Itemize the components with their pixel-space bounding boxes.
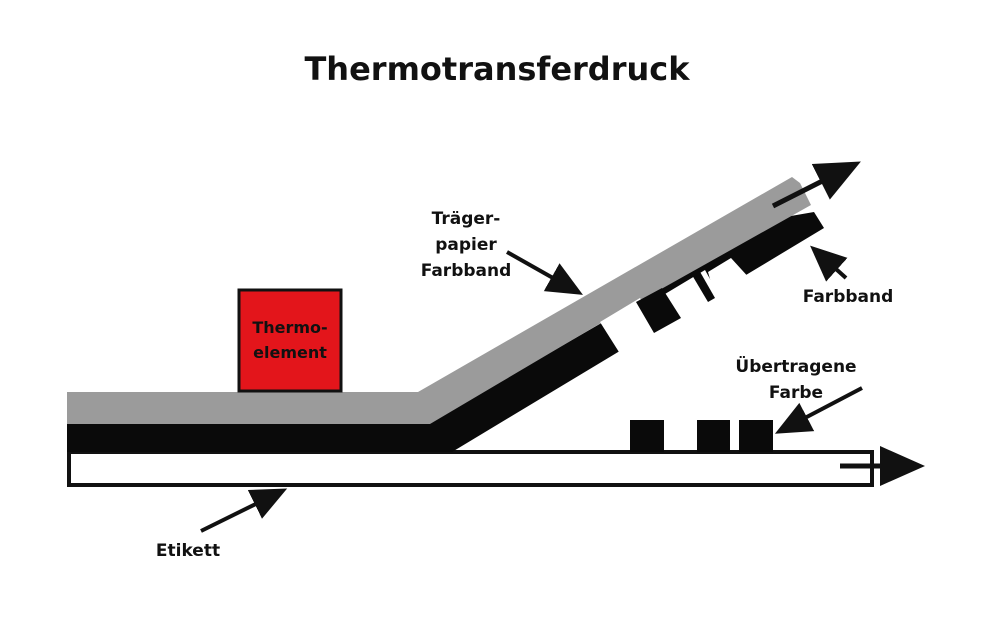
traegerpapier-label-line1: Träger- bbox=[432, 209, 501, 229]
ink-segment bbox=[692, 270, 715, 302]
farbband-pointer-arrow bbox=[810, 245, 848, 282]
ink-ribbon-layer bbox=[67, 212, 824, 452]
transferred-ink-block bbox=[697, 420, 730, 452]
transferred-ink-block bbox=[739, 420, 773, 452]
uebertragene-farbe-label-line1: Übertragene bbox=[735, 355, 856, 377]
ink-ribbon-gap bbox=[708, 258, 752, 300]
transferred-ink-block bbox=[630, 420, 664, 452]
carrier-direction-arrow bbox=[771, 161, 861, 209]
thermo-element bbox=[237, 288, 343, 393]
uebertragene-farbe-label-line2: Farbe bbox=[769, 383, 823, 403]
thermo-element-label-line2: element bbox=[253, 343, 327, 362]
traegerpapier-pointer-arrow bbox=[506, 250, 583, 295]
etikett-pointer-arrow bbox=[200, 488, 288, 533]
traegerpapier-label-line2: papier bbox=[435, 235, 497, 255]
uebertragene-farbe-pointer-arrow bbox=[774, 386, 863, 434]
farbband-label: Farbband bbox=[803, 287, 894, 307]
diagram-title: Thermotransferdruck bbox=[304, 50, 690, 88]
label-strip bbox=[67, 450, 874, 487]
ink-segment bbox=[636, 288, 681, 333]
etikett-label: Etikett bbox=[156, 541, 220, 561]
carrier-paper-layer bbox=[67, 177, 811, 424]
traegerpapier-label-line3: Farbband bbox=[421, 261, 512, 281]
thermo-element-label-line1: Thermo- bbox=[252, 318, 327, 337]
ink-ribbon-gap bbox=[665, 270, 725, 330]
